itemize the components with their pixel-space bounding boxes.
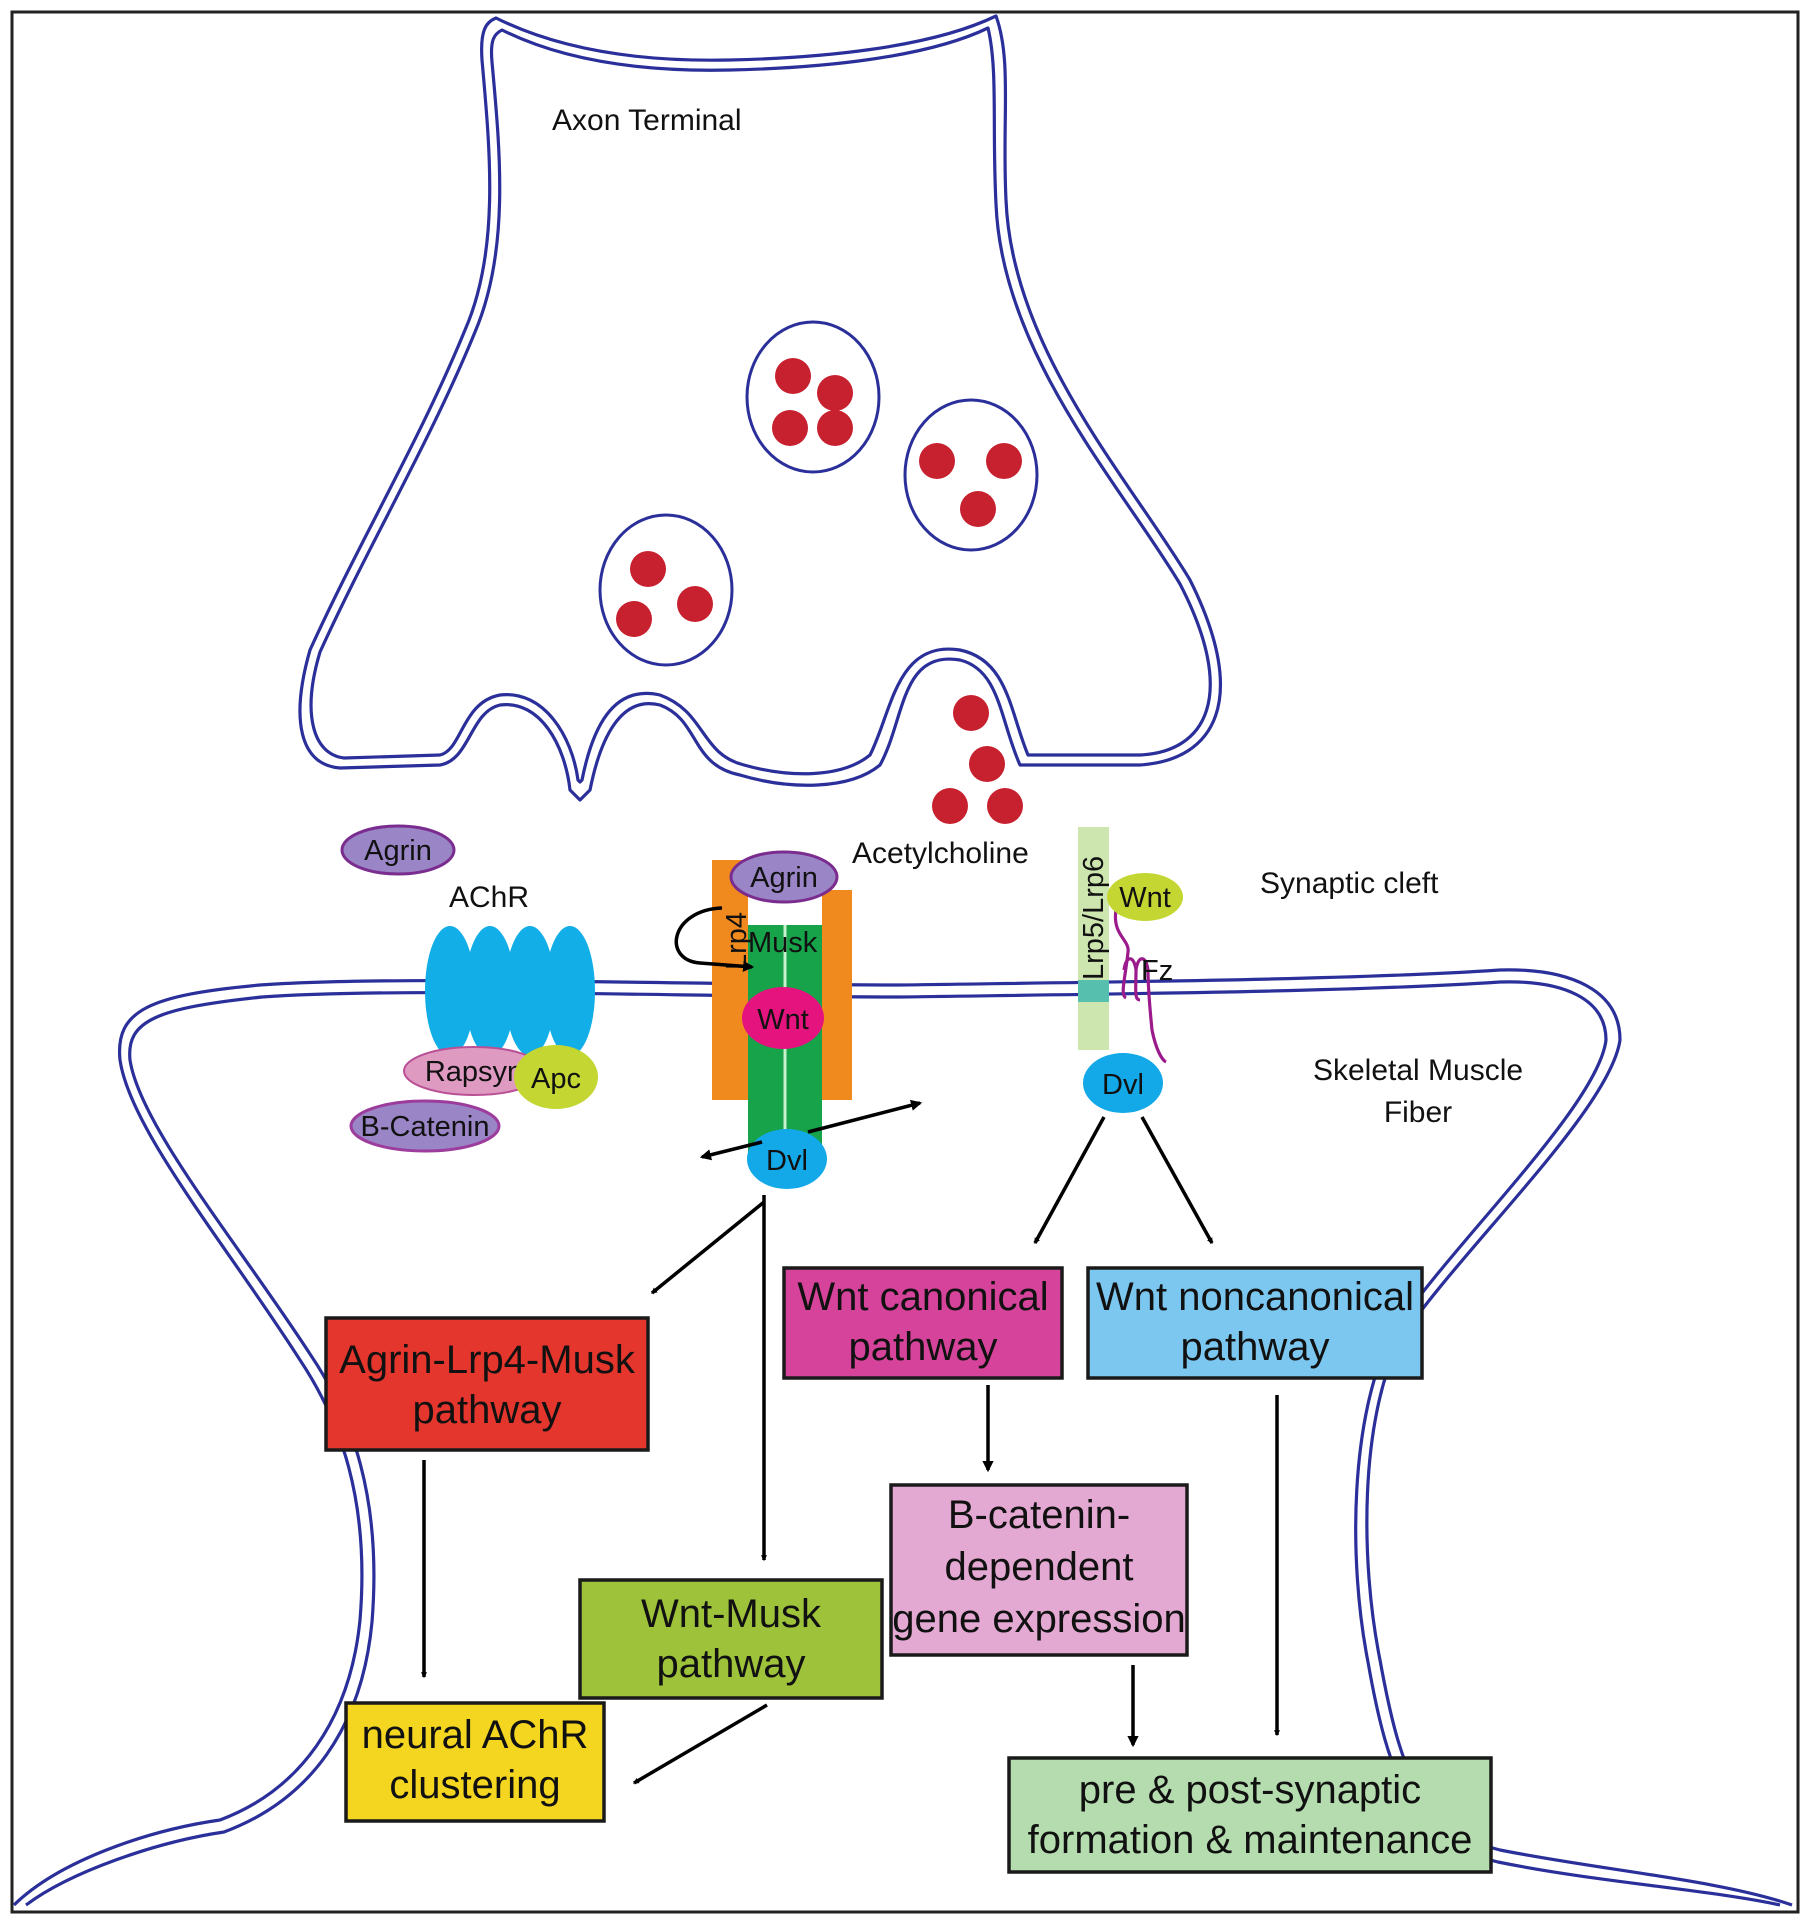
achr-label: AChR xyxy=(449,881,529,914)
box-wnt-musk: Wnt-Musk pathway xyxy=(578,1578,884,1700)
rapsyn-label: Rapsyn xyxy=(425,1056,523,1088)
achr-subunit xyxy=(425,926,475,1056)
agrin-to-musk-arrow xyxy=(674,906,755,972)
acetylcholine-dot xyxy=(960,491,996,527)
acetylcholine-dot xyxy=(772,410,808,446)
dvl-interaction-arrow-back xyxy=(699,1140,763,1161)
arrow-dvl-to-wnt-canonical xyxy=(1033,1116,1106,1245)
synaptic-cleft-label: Synaptic cleft xyxy=(1260,867,1439,900)
agrin-bound-label: Agrin xyxy=(750,862,818,894)
acetylcholine-dot xyxy=(932,788,968,824)
apc-molecule xyxy=(514,1045,598,1109)
acetylcholine-dot xyxy=(677,586,713,622)
acetylcholine-dot xyxy=(817,410,853,446)
pathway-arrows xyxy=(421,1116,1280,1785)
box-wnt-noncanonical-line1: Wnt noncanonical xyxy=(1096,1275,1414,1319)
dvl-interaction-arrow xyxy=(807,1099,923,1134)
fz-label: Fz xyxy=(1141,955,1173,987)
b-catenin-label: B-Catenin xyxy=(361,1111,490,1143)
box-wnt-musk-line1: Wnt-Musk xyxy=(641,1592,822,1636)
achr-subunit xyxy=(545,926,595,1056)
acetylcholine-dot xyxy=(616,601,652,637)
dvl-right-molecule xyxy=(1083,1053,1163,1113)
lrp4-right-bar xyxy=(822,890,852,1100)
achr-complex xyxy=(425,926,595,1056)
achr-subunit xyxy=(465,926,515,1056)
box-wnt-canonical-line1: Wnt canonical xyxy=(797,1275,1048,1319)
skeletal-muscle-label-line1: Skeletal Muscle xyxy=(1313,1054,1523,1087)
musk-label: Musk xyxy=(748,927,818,959)
arrow-dvl-to-wnt-noncanonical xyxy=(1140,1116,1214,1245)
dvl-left-label: Dvl xyxy=(766,1145,808,1177)
agrin-free-molecule xyxy=(340,824,456,876)
vesicle xyxy=(903,398,1039,552)
box-wnt-musk-line2: pathway xyxy=(657,1642,806,1686)
dvl-left-molecule xyxy=(747,1129,827,1189)
acetylcholine-dot xyxy=(986,443,1022,479)
box-agrin-lrp4-musk: Agrin-Lrp4-Musk pathway xyxy=(324,1316,650,1452)
figure-border xyxy=(10,10,1800,1914)
box-agrin-lrp4-musk-line2: pathway xyxy=(413,1388,562,1432)
box-neural-achr-line2: clustering xyxy=(389,1763,560,1807)
agrin-free-label: Agrin xyxy=(364,835,432,867)
acetylcholine-dot xyxy=(953,695,989,731)
box-pre-post-line2: formation & maintenance xyxy=(1028,1818,1473,1862)
apc-label: Apc xyxy=(531,1063,581,1095)
box-bcatenin-line2: dependent xyxy=(944,1545,1133,1589)
frizzled-receptor xyxy=(1113,909,1167,1064)
acetylcholine-dot xyxy=(630,551,666,587)
axon-terminal-membrane xyxy=(298,14,1223,802)
wnt-musk-label: Wnt xyxy=(757,1004,809,1036)
box-bcatenin-line1: B-catenin- xyxy=(948,1493,1130,1537)
box-agrin-lrp4-musk-line1: Agrin-Lrp4-Musk xyxy=(339,1338,636,1382)
wnt-right-label: Wnt xyxy=(1119,882,1171,914)
vesicle xyxy=(598,513,734,667)
agrin-bound-molecule xyxy=(729,850,839,904)
achr-subunit xyxy=(505,926,555,1056)
lrp4-label: Lrp4 xyxy=(721,912,753,970)
box-pre-post-synaptic: pre & post-synaptic formation & maintena… xyxy=(1007,1756,1493,1874)
muscle-fiber-membrane xyxy=(12,968,1793,1907)
box-neural-achr-line1: neural AChR xyxy=(362,1713,589,1757)
skeletal-muscle-label-line2: Fiber xyxy=(1384,1096,1452,1129)
axon-terminal-label: Axon Terminal xyxy=(552,104,742,137)
acetylcholine-dot xyxy=(969,746,1005,782)
acetylcholine-dot xyxy=(817,375,853,411)
dvl-right-label: Dvl xyxy=(1102,1069,1144,1101)
lrp5-lrp6-transmembrane xyxy=(1078,980,1109,1002)
acetylcholine-label: Acetylcholine xyxy=(852,837,1029,870)
synaptic-vesicles xyxy=(598,320,1039,824)
box-wnt-noncanonical: Wnt noncanonical pathway xyxy=(1086,1266,1424,1380)
vesicle xyxy=(745,320,881,474)
wnt-right-molecule xyxy=(1107,873,1183,921)
wnt-musk-molecule xyxy=(742,987,824,1049)
box-bcatenin-line3: gene expression xyxy=(892,1597,1186,1641)
lrp5-lrp6-label: Lrp5/Lrp6 xyxy=(1078,856,1110,980)
lrp4-left-bar xyxy=(712,860,748,1100)
box-wnt-canonical-line2: pathway xyxy=(849,1325,998,1369)
box-b-catenin-gene-expression: B-catenin- dependent gene expression xyxy=(889,1483,1189,1657)
box-neural-achr-clustering: neural AChR clustering xyxy=(344,1701,606,1823)
box-pre-post-line1: pre & post-synaptic xyxy=(1079,1768,1421,1812)
arrow-wnt-musk-to-neural-achr xyxy=(632,1703,768,1785)
acetylcholine-dot xyxy=(987,788,1023,824)
lrp5-lrp6-receptor xyxy=(1078,827,1109,1050)
acetylcholine-dot xyxy=(919,443,955,479)
b-catenin-molecule xyxy=(349,1099,501,1153)
acetylcholine-dot xyxy=(775,358,811,394)
arrow-dvl-to-agrin-lrp4-musk xyxy=(650,1200,766,1295)
box-wnt-canonical: Wnt canonical pathway xyxy=(782,1266,1064,1380)
box-wnt-noncanonical-line2: pathway xyxy=(1181,1325,1330,1369)
